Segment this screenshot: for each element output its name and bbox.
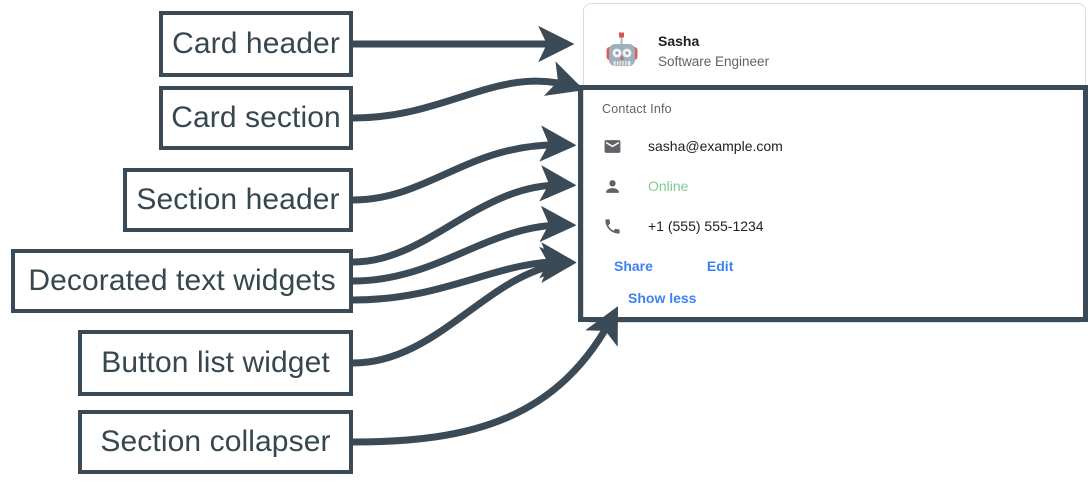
button-list-widget: Share Edit bbox=[602, 246, 1085, 278]
robot-avatar-icon bbox=[600, 30, 644, 74]
card-header-text: Sasha Software Engineer bbox=[658, 31, 769, 73]
arrow-decorated-text-2 bbox=[352, 205, 577, 285]
email-icon bbox=[602, 136, 622, 156]
card-header-title: Sasha bbox=[658, 33, 700, 49]
decorated-text-widget-email[interactable]: sasha@example.com bbox=[602, 126, 1085, 166]
annotation-decorated-text-widgets: Decorated text widgets bbox=[11, 249, 353, 313]
annotation-button-list-widget: Button list widget bbox=[78, 330, 353, 396]
annotation-decorated-text-widgets-label: Decorated text widgets bbox=[28, 264, 336, 297]
annotation-card-section-label: Card section bbox=[171, 101, 341, 134]
decorated-text-widget-phone[interactable]: +1 (555) 555-1234 bbox=[602, 206, 1085, 246]
arrow-section-collapser bbox=[352, 306, 619, 446]
arrow-section-header bbox=[352, 125, 577, 204]
annotation-section-collapser-label: Section collapser bbox=[100, 425, 331, 458]
card-section: Contact Info sasha@example.com Online bbox=[584, 86, 1085, 308]
share-button[interactable]: Share bbox=[614, 258, 653, 274]
annotation-card-header: Card header bbox=[159, 11, 353, 77]
card-header-subtitle: Software Engineer bbox=[658, 54, 770, 69]
annotation-section-header: Section header bbox=[123, 168, 353, 232]
section-collapser: Show less bbox=[602, 278, 1085, 308]
annotation-card-header-label: Card header bbox=[172, 27, 340, 60]
decorated-text-widget-status[interactable]: Online bbox=[602, 166, 1085, 206]
status-value: Online bbox=[648, 178, 689, 194]
email-value: sasha@example.com bbox=[648, 138, 783, 154]
person-icon bbox=[602, 176, 622, 196]
edit-button[interactable]: Edit bbox=[706, 258, 734, 274]
section-header: Contact Info bbox=[602, 102, 672, 116]
annotation-card-section: Card section bbox=[159, 86, 353, 150]
contact-card: Sasha Software Engineer Contact Info sas… bbox=[583, 3, 1086, 323]
annotation-section-collapser: Section collapser bbox=[78, 410, 353, 474]
annotation-section-header-label: Section header bbox=[136, 183, 340, 216]
card-header: Sasha Software Engineer bbox=[584, 4, 1085, 86]
show-less-button[interactable]: Show less bbox=[628, 290, 697, 306]
phone-icon bbox=[602, 216, 622, 236]
arrow-decorated-text-3 bbox=[352, 242, 577, 304]
phone-value: +1 (555) 555-1234 bbox=[648, 218, 764, 234]
arrow-decorated-text-1 bbox=[352, 165, 577, 266]
arrow-card-section bbox=[352, 61, 585, 122]
arrow-button-list bbox=[352, 246, 577, 367]
annotation-button-list-widget-label: Button list widget bbox=[101, 346, 330, 379]
